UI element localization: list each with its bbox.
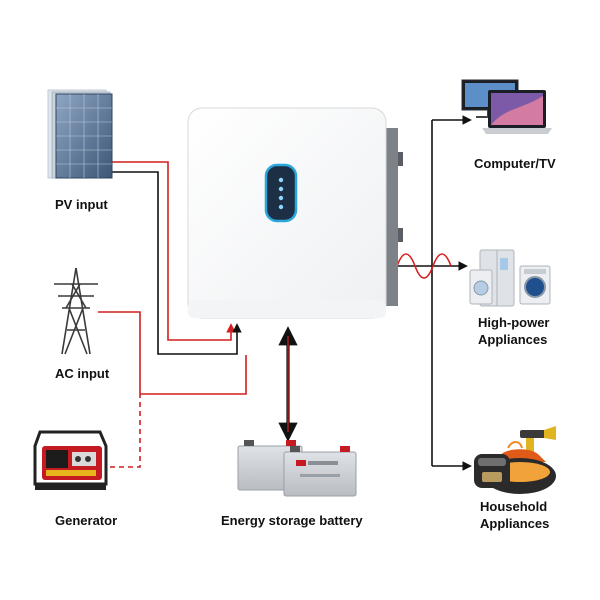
solar-panel-icon [47, 89, 113, 179]
battery-icon [237, 440, 357, 497]
household-label-line1: Household [480, 499, 548, 514]
high-power-appliances-label: High-power Appliances [478, 314, 550, 348]
ac-wave-icon [396, 253, 452, 279]
high-power-label-line1: High-power [478, 315, 550, 330]
household-appliances-label: Household Appliances [480, 498, 549, 532]
household-label-line2: Appliances [480, 516, 550, 531]
power-tower-icon [54, 267, 98, 355]
output-connection [395, 115, 472, 471]
generator-label: Generator [55, 513, 118, 528]
generator-icon [33, 430, 108, 490]
ac-input-label: AC input [55, 366, 110, 381]
inverter-icon [187, 107, 403, 319]
tv-laptop-icon [461, 79, 552, 134]
pv-input-label: PV input [55, 197, 108, 212]
computer-tv-label: Computer/TV [474, 156, 556, 171]
kitchen-appliances-icon [474, 426, 556, 494]
fridge-washer-icon [469, 249, 551, 307]
battery-label: Energy storage battery [221, 513, 363, 528]
generator-connection [110, 355, 247, 468]
pv-connection [112, 161, 242, 355]
ac-input-connection [98, 311, 141, 394]
high-power-label-line2: Appliances [478, 332, 548, 347]
